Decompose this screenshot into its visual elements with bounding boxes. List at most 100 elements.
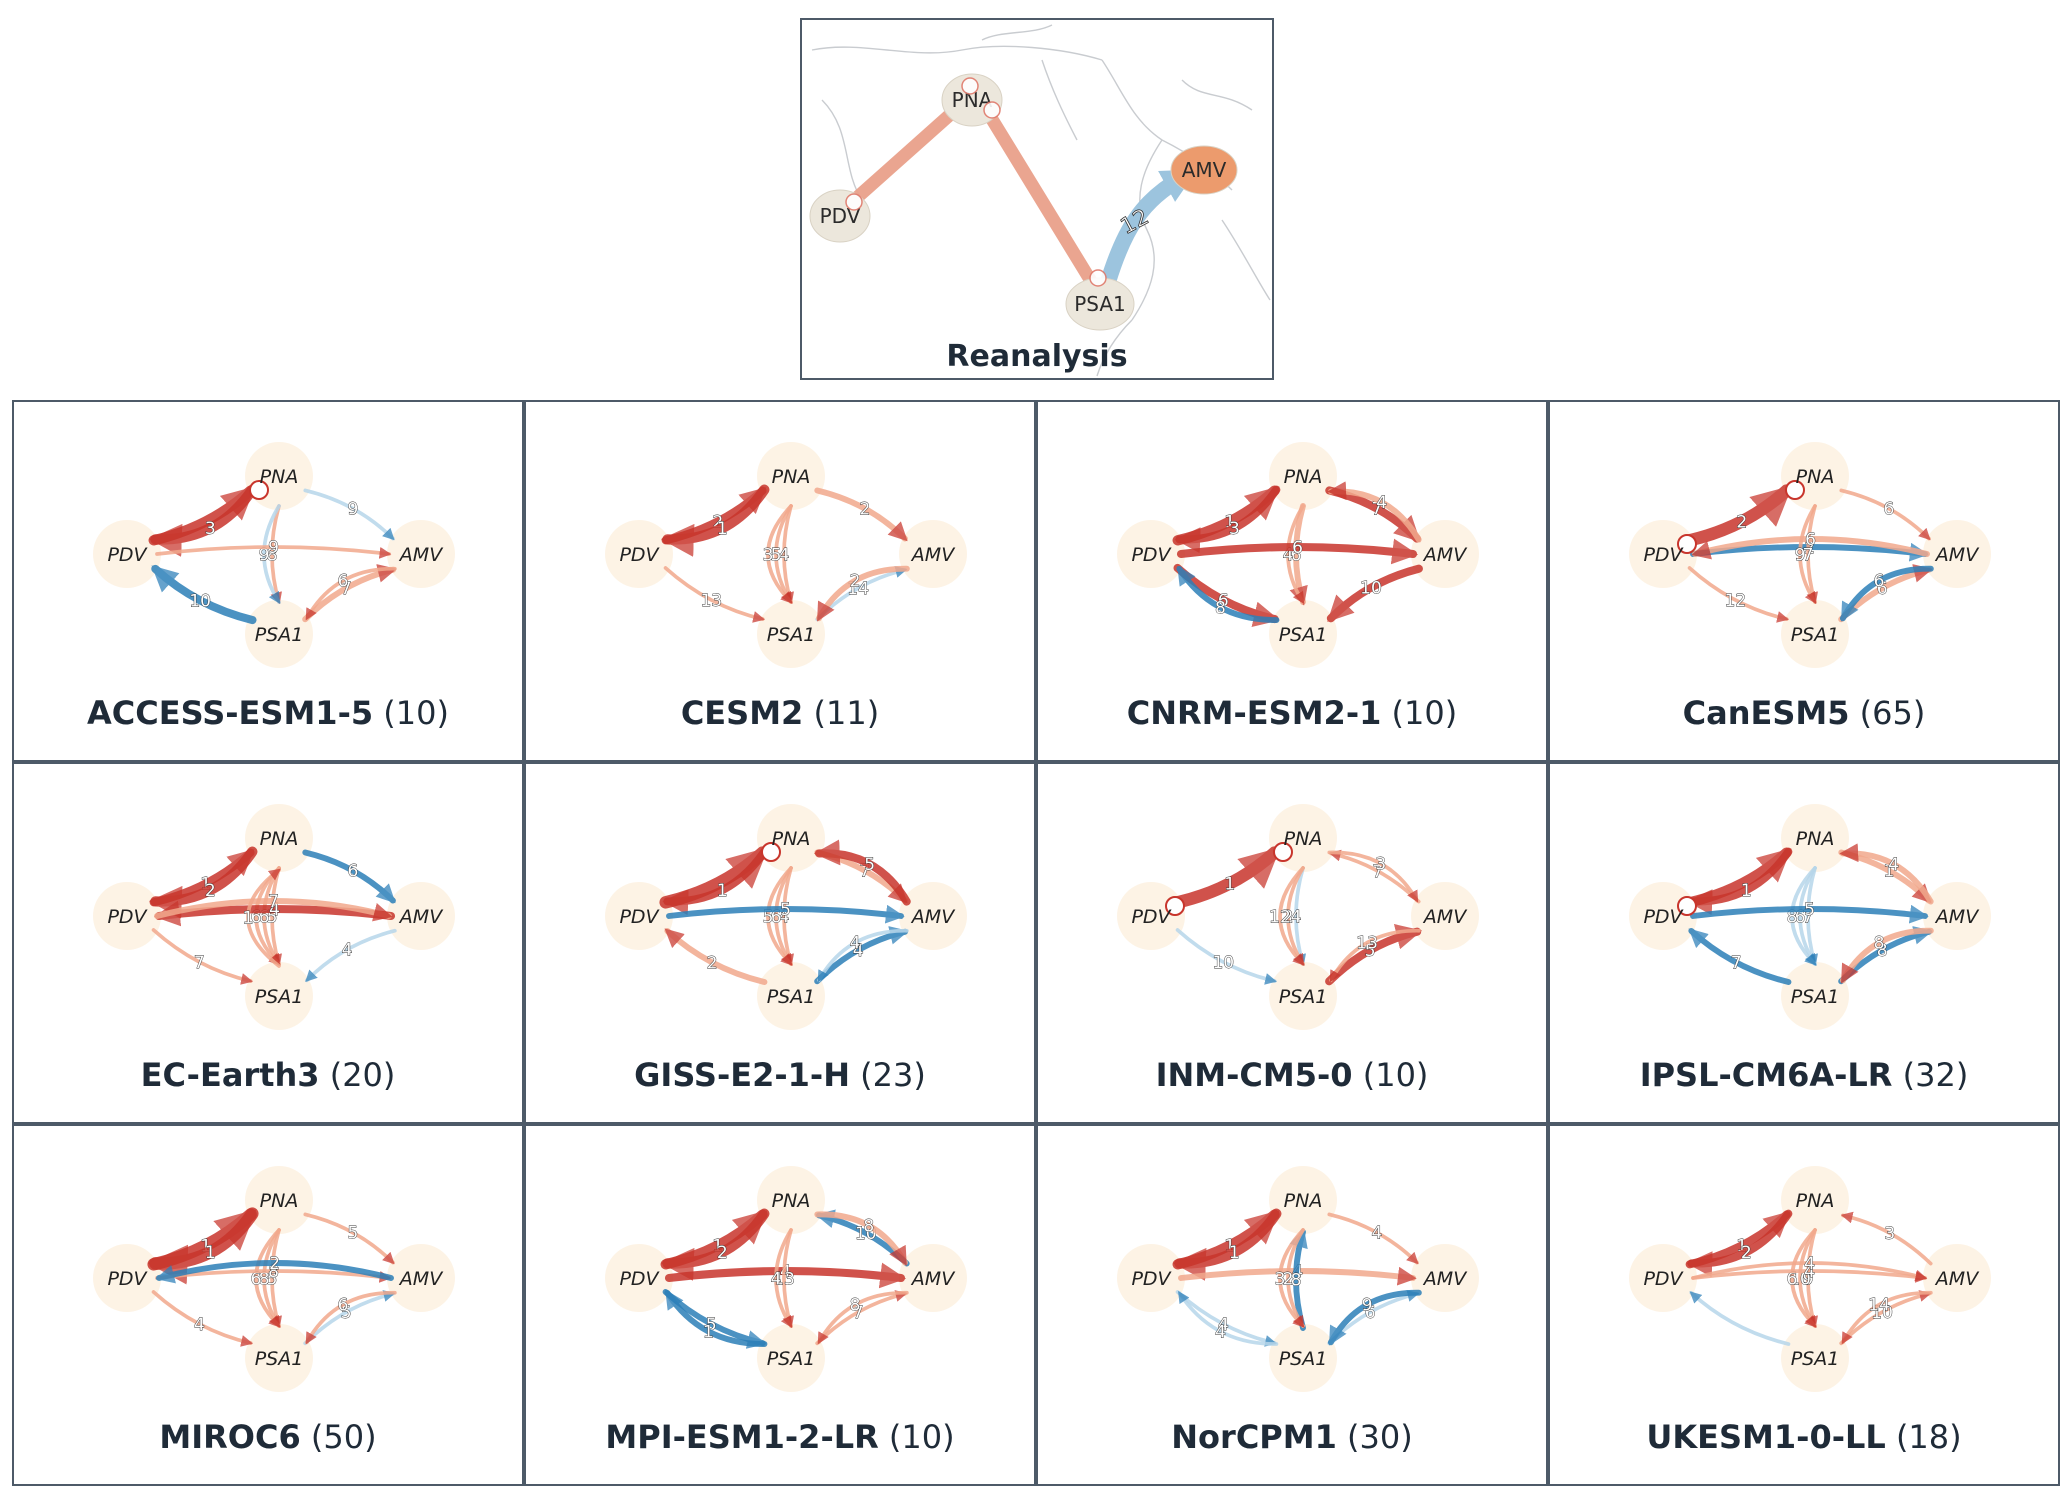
lag-label: 13	[700, 591, 722, 611]
model-name: UKESM1-0-LL	[1646, 1418, 1886, 1456]
auto-link-marker	[961, 77, 979, 95]
node-pdv	[605, 1244, 673, 1312]
lag-label: 4	[1804, 1254, 1815, 1274]
ensemble-count: (32)	[1902, 1056, 1969, 1094]
lag-label: 6	[251, 1270, 262, 1290]
link-amv-pna	[813, 839, 911, 906]
link-pna-psa1	[766, 866, 793, 966]
ensemble-count: (18)	[1895, 1418, 1962, 1456]
node-psa1	[245, 600, 313, 668]
node-label-psa1: PSA1	[1279, 986, 1328, 1008]
lag-label: 2	[712, 512, 723, 532]
node-label-psa1: PSA1	[1791, 986, 1840, 1008]
link-psa1-pna	[246, 868, 281, 968]
lag-label: 8	[267, 546, 278, 566]
model-name: MPI-ESM1-2-LR	[605, 1418, 879, 1456]
lag-label: 1	[1229, 1243, 1240, 1263]
node-label-psa1: PSA1	[1791, 624, 1840, 646]
auto-link-marker	[1273, 842, 1293, 862]
lag-label: 2	[707, 953, 718, 973]
lag-label: 7	[341, 579, 352, 599]
link-pna-pdv	[1686, 1209, 1793, 1278]
lag-label: 6	[1218, 591, 1229, 611]
lag-label: 7	[194, 953, 205, 973]
link-amv-psa1	[1326, 564, 1423, 623]
map-coastline	[1131, 139, 1163, 321]
link-pdv-amv	[1690, 904, 1929, 924]
link-pdv-amv	[1176, 538, 1419, 565]
node-amv	[1923, 1244, 1991, 1312]
node-amv	[899, 1244, 967, 1312]
link-pna-amv	[1327, 1212, 1419, 1265]
lag-label: 4	[1291, 908, 1302, 928]
node-psa1	[245, 1324, 313, 1392]
node-label-pna: PNA	[772, 466, 811, 488]
node-label-pna: PNA	[260, 1190, 299, 1212]
lag-label: 4	[269, 900, 280, 920]
auto-link-marker	[1785, 480, 1805, 500]
link-amv-psa1	[817, 928, 909, 983]
node-amv	[899, 882, 967, 950]
lag-label: 4	[771, 1270, 782, 1290]
lag-label: 5	[763, 908, 774, 928]
lag-label: 7	[1731, 953, 1742, 973]
model-title: INM-CM5-0 (10)	[1038, 1056, 1546, 1094]
ensemble-count: (65)	[1859, 694, 1926, 732]
lag-label: 2	[1283, 1270, 1294, 1290]
link-pdv-psa1	[151, 928, 253, 985]
lag-label: 8	[259, 1270, 270, 1290]
model-title: IPSL-CM6A-LR (32)	[1550, 1056, 2058, 1094]
node-label-pdv: PDV	[1643, 1268, 1684, 1290]
lag-label: 6	[1877, 579, 1888, 599]
node-psa1	[1781, 1324, 1849, 1392]
lag-label: 9	[1803, 1270, 1814, 1290]
node-pna	[245, 804, 313, 872]
link-psa1-pdv	[664, 1289, 768, 1347]
model-title: ACCESS-ESM1-5 (10)	[14, 694, 522, 732]
lag-label: 6	[338, 572, 349, 592]
lag-label: 5	[706, 1315, 717, 1335]
auto-link-marker	[249, 480, 269, 500]
ensemble-count: (30)	[1347, 1418, 1413, 1456]
node-label-pdv: PDV	[107, 1268, 148, 1290]
link-pdv-pna	[1683, 484, 1793, 547]
node-amv	[387, 520, 455, 588]
link-pna-amv	[302, 849, 396, 904]
lag-label: 3	[1375, 855, 1386, 875]
auto-link-marker	[983, 101, 1001, 119]
link-pna-pdv	[147, 1207, 259, 1285]
auto-link-marker	[1677, 534, 1697, 554]
lag-label: 2	[1736, 512, 1747, 532]
link-pdv-psa1	[151, 1290, 253, 1347]
lag-label: 2	[205, 881, 216, 901]
node-psa1	[1269, 600, 1337, 668]
link-pna-psa1	[1286, 504, 1305, 604]
node-pdv	[93, 1244, 161, 1312]
lag-label: 1	[712, 1236, 723, 1256]
node-psa1	[1269, 962, 1337, 1030]
link-pna-psa1	[1798, 504, 1817, 604]
link-pdv-amv	[155, 545, 392, 559]
lag-label: 3	[1275, 1270, 1286, 1290]
link-pna-psa1	[1790, 1228, 1817, 1328]
node-label-amv: AMV	[1422, 1268, 1468, 1290]
node-psa1	[757, 600, 825, 668]
auto-link-marker	[845, 193, 863, 211]
link-pdv-amv	[666, 904, 905, 924]
lag-label: 1	[1884, 862, 1895, 882]
link-pdv-psa1	[663, 566, 765, 623]
lag-label: 1	[200, 1236, 211, 1256]
lag-label: 5	[341, 1303, 352, 1323]
node-label-psa1: PSA1	[767, 624, 816, 646]
node-psa1	[757, 1324, 825, 1392]
lag-label: 1	[717, 881, 728, 901]
node-amv	[387, 1244, 455, 1312]
